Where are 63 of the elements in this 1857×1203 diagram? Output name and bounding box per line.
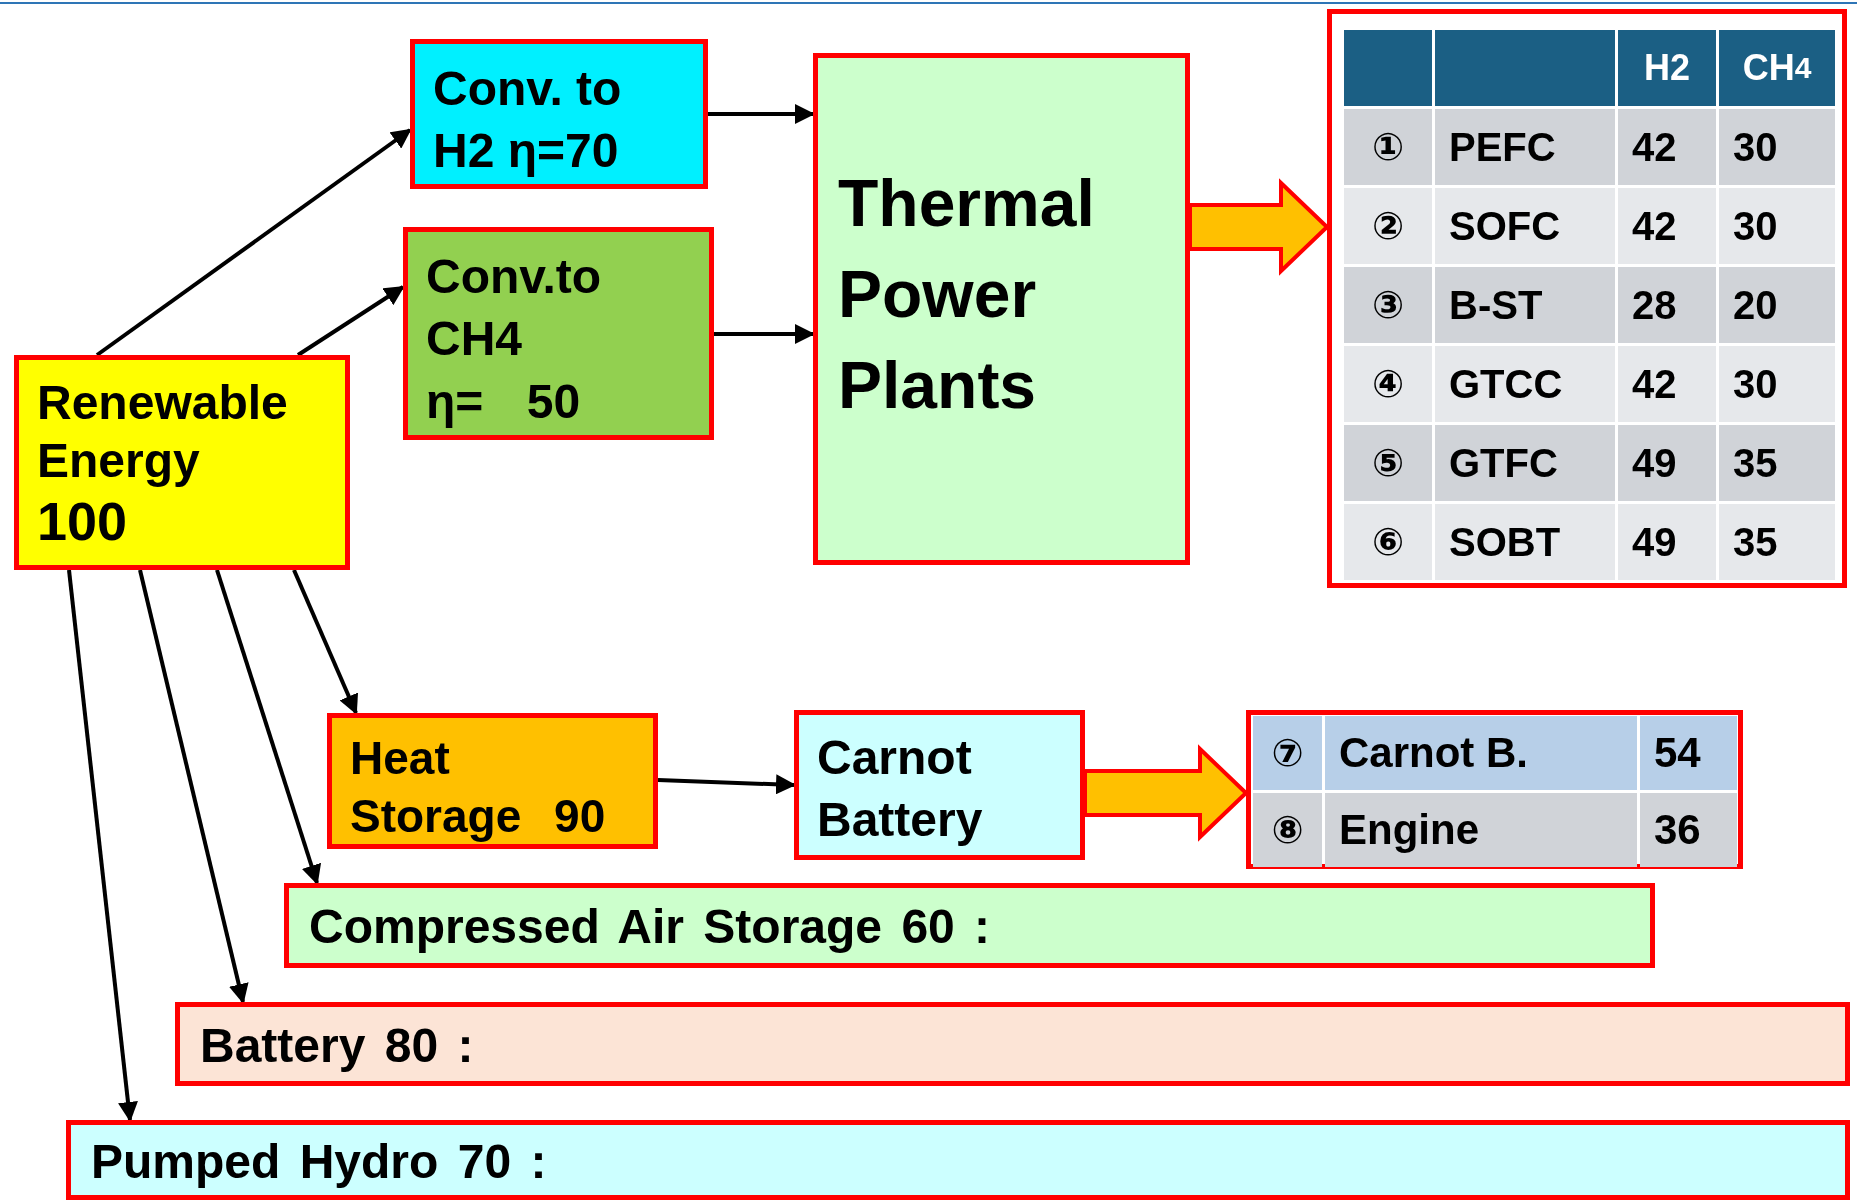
arrow [657, 774, 796, 795]
row-number: ⑤ [1344, 425, 1432, 501]
node-text: Heat Storage 90 [350, 731, 607, 844]
arrow [215, 569, 322, 885]
technology-cell: SOFC [1435, 188, 1615, 264]
efficiency-cell: 30 [1719, 346, 1835, 422]
efficiency-cell: 49 [1618, 425, 1716, 501]
arrow [95, 128, 412, 357]
row-number: ① [1344, 109, 1432, 185]
process-box [813, 53, 1190, 565]
efficiency-cell: 49 [1618, 504, 1716, 580]
process-box [403, 227, 714, 440]
technology-cell: Carnot B. [1325, 716, 1637, 790]
node-text: Pumped Hydro 70 : [91, 1134, 547, 1190]
node-text: Renewable Energy [37, 375, 289, 489]
arrow [708, 104, 815, 124]
technology-cell: SOBT [1435, 504, 1615, 580]
technology-cell: B-ST [1435, 267, 1615, 343]
row-number: ⑥ [1344, 504, 1432, 580]
efficiency-cell: 28 [1618, 267, 1716, 343]
process-box [410, 39, 708, 189]
row-number: ③ [1344, 267, 1432, 343]
row-number: ⑦ [1253, 716, 1322, 790]
row-number: ④ [1344, 346, 1432, 422]
arrow [67, 569, 138, 1122]
technology-cell: GTCC [1435, 346, 1615, 422]
arrow [296, 285, 405, 357]
efficiency-cell: 30 [1719, 188, 1835, 264]
column-header: H2 [1618, 30, 1716, 106]
node-text: Conv. to H2 η=70 [433, 61, 623, 180]
process-box [66, 1120, 1850, 1200]
efficiency-cell: 42 [1618, 188, 1716, 264]
table-frame [1327, 9, 1847, 588]
process-box [794, 710, 1085, 860]
node-text: Compressed Air Storage 60 : [309, 899, 991, 955]
efficiency-cell: 20 [1719, 267, 1835, 343]
process-box [14, 355, 350, 570]
efficiency-cell: 42 [1618, 346, 1716, 422]
process-box [327, 713, 658, 849]
technology-cell: GTFC [1435, 425, 1615, 501]
block-arrow [1188, 178, 1330, 276]
efficiency-cell: 54 [1640, 716, 1737, 790]
efficiency-cell: 30 [1719, 109, 1835, 185]
arrow [714, 324, 815, 344]
technology-cell: PEFC [1435, 109, 1615, 185]
process-box [175, 1002, 1850, 1086]
node-text: Conv.to CH4 η= 50 [426, 249, 603, 430]
efficiency-cell: 35 [1719, 504, 1835, 580]
process-box [284, 883, 1655, 968]
row-number: ⑧ [1253, 793, 1322, 867]
technology-cell: Engine [1325, 793, 1637, 867]
node-text: Carnot Battery [817, 730, 984, 849]
node-text: Battery 80 : [200, 1018, 474, 1074]
arrow [292, 569, 358, 715]
efficiency-cell: 35 [1719, 425, 1835, 501]
efficiency-cell: 42 [1618, 109, 1716, 185]
arrow [138, 569, 249, 1004]
table-frame [1246, 710, 1743, 869]
block-arrow [1083, 744, 1249, 842]
row-number: ② [1344, 188, 1432, 264]
efficiency-cell: 36 [1640, 793, 1737, 867]
node-text: Thermal Power Plants [838, 165, 1096, 425]
node-text: 100 [37, 490, 128, 554]
